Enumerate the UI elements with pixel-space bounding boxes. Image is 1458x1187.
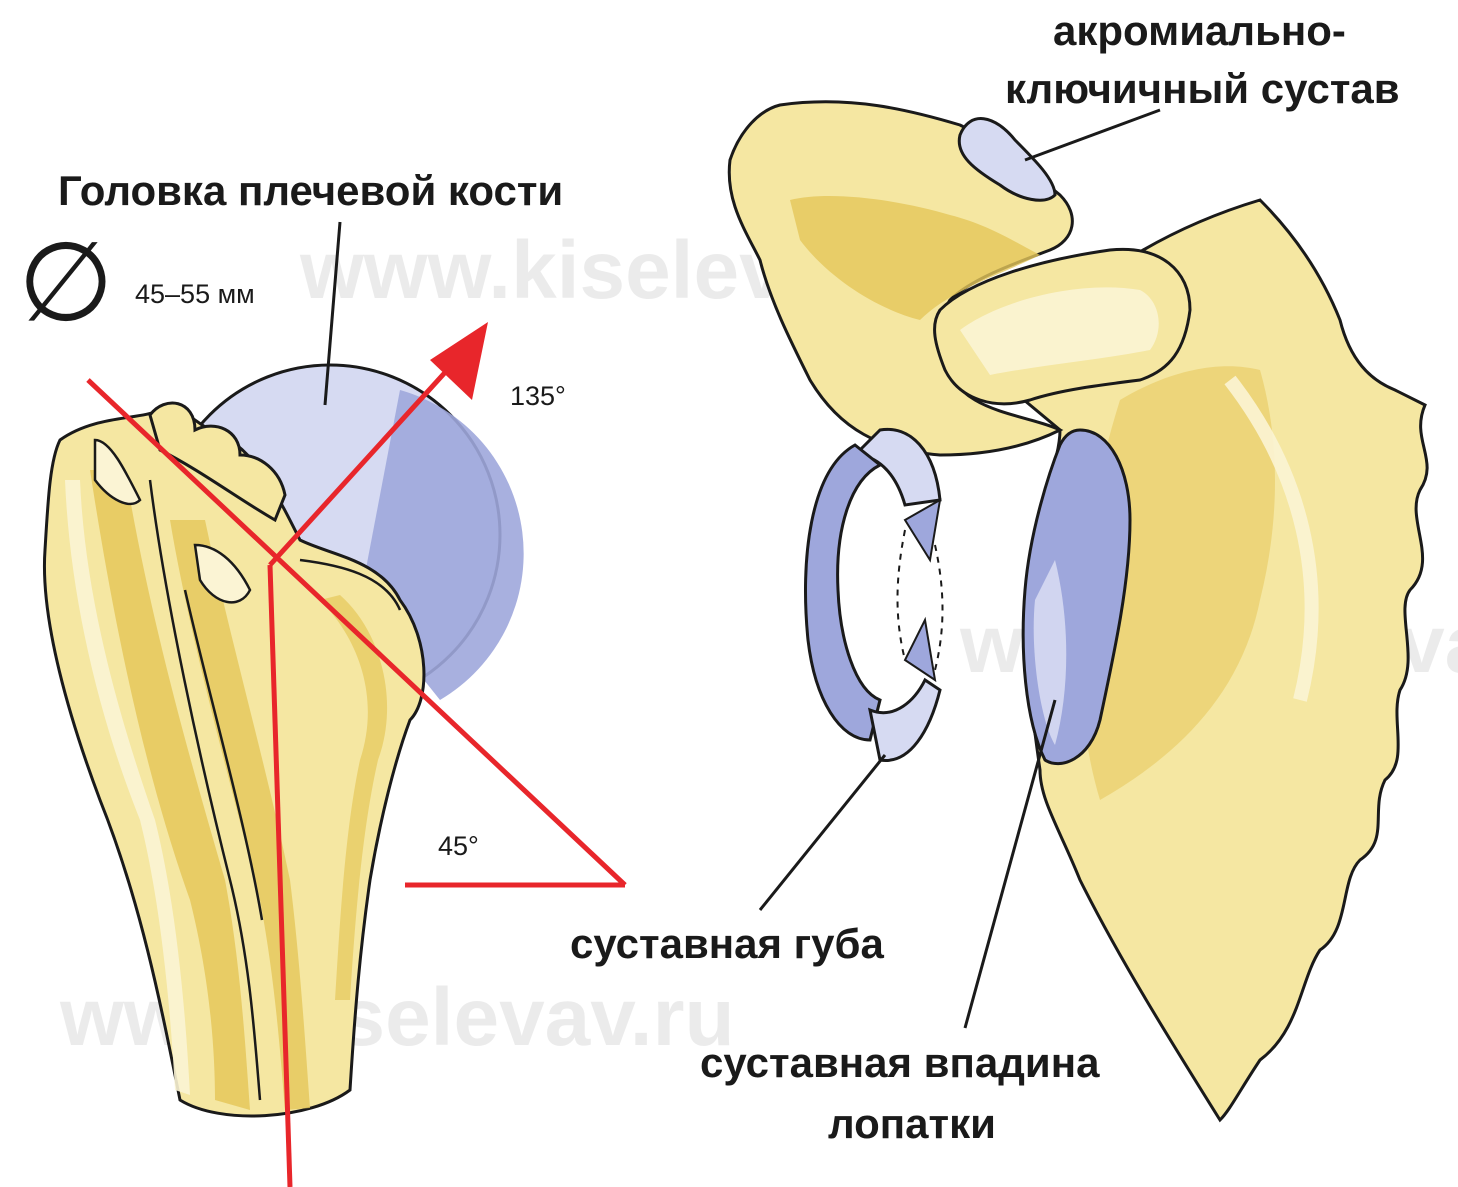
leader-ac-joint (1025, 110, 1160, 160)
label-diameter: 45–55 мм (135, 279, 255, 309)
diameter-icon: ∅ (18, 221, 114, 344)
labrum-bottom (870, 680, 940, 760)
label-humeral-head: Головка плечевой кости (58, 167, 563, 214)
head-axis-arrowhead (430, 322, 488, 400)
glenoid-labrum (805, 429, 942, 760)
labrum-inner-top (905, 500, 940, 560)
leader-labrum (760, 755, 885, 910)
label-labrum: суставная губа (570, 920, 884, 967)
labrum-dashed-2 (935, 545, 943, 670)
label-angle-45: 45° (438, 831, 479, 861)
label-angle-135: 135° (510, 381, 566, 411)
label-glenoid-line2: лопатки (828, 1100, 996, 1147)
labrum-inner-bottom (905, 620, 935, 680)
labrum-dashed-1 (898, 530, 906, 660)
leader-glenoid (965, 700, 1055, 1028)
label-glenoid-line1: суставная впадина (700, 1039, 1100, 1086)
label-ac-joint-line1: акромиально- (1053, 7, 1346, 54)
labrum-outer (805, 445, 880, 740)
label-ac-joint-line2: ключичный сустав (1005, 65, 1400, 112)
